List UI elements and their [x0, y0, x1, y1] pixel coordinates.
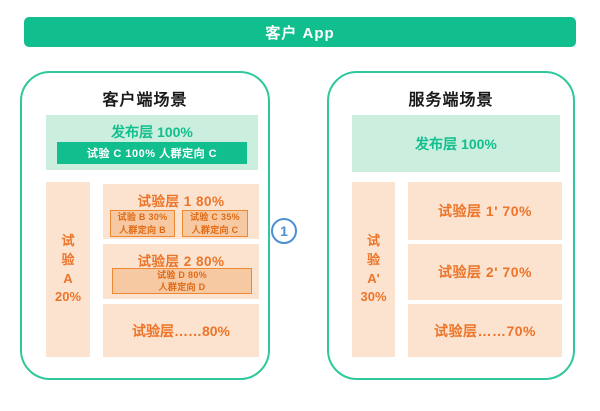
- experiment-b-percent: 试验 B 30%: [117, 212, 168, 223]
- app-header-title: 客户 App: [265, 24, 335, 42]
- experiment-c-audience: 人群定向 C: [191, 224, 239, 235]
- server-experiment-a-bar: 试 验 A' 30%: [352, 182, 395, 357]
- client-release-experiment-c: 试验 C 100% 人群定向 C: [57, 142, 247, 164]
- client-experiment-layer-more: 试验层……80%: [103, 304, 259, 357]
- client-experiment-a-line: 验: [61, 251, 75, 267]
- server-experiment-a-line: A': [367, 270, 380, 286]
- server-experiment-layer-more: 试验层……70%: [408, 304, 562, 357]
- server-release-layer: 发布层 100%: [352, 115, 560, 172]
- client-scenario-panel: 客户端场景 发布层 100% 试验 C 100% 人群定向 C 试 验 A 20…: [20, 71, 270, 380]
- client-experiment-layer-2: 试验层 2 80% 试验 D 80% 人群定向 D: [103, 244, 259, 299]
- server-experiment-a-line: 验: [366, 251, 380, 267]
- server-layer-more-title: 试验层……70%: [433, 322, 537, 339]
- client-release-layer: 发布层 100% 试验 C 100% 人群定向 C: [46, 115, 258, 170]
- client-experiment-c-box: 试验 C 35% 人群定向 C: [182, 210, 248, 237]
- client-panel-title: 客户端场景: [102, 92, 188, 109]
- server-experiment-layer-2: 试验层 2' 70%: [408, 244, 562, 300]
- step-1-badge: 1: [271, 218, 297, 244]
- experiment-d-percent: 试验 D 80%: [157, 269, 207, 280]
- experiment-c-percent: 试验 C 35%: [190, 212, 240, 223]
- client-experiment-d-box: 试验 D 80% 人群定向 D: [112, 268, 252, 294]
- server-panel-title: 服务端场景: [408, 92, 494, 109]
- app-header-bar: 客户 App: [24, 17, 576, 47]
- client-experiment-a-bar: 试 验 A 20%: [46, 182, 90, 357]
- client-release-label: 发布层 100%: [111, 124, 193, 140]
- server-release-label: 发布层 100%: [415, 135, 497, 152]
- client-layer-2-title: 试验层 2 80%: [137, 254, 225, 269]
- experiment-d-audience: 人群定向 D: [158, 282, 206, 292]
- server-experiment-layer-1: 试验层 1' 70%: [408, 182, 562, 240]
- server-layer-1-title: 试验层 1' 70%: [438, 203, 532, 219]
- client-experiment-a-line: A: [63, 270, 73, 286]
- client-experiment-a-line: 试: [61, 232, 75, 248]
- client-experiment-b-box: 试验 B 30% 人群定向 B: [110, 210, 175, 237]
- client-layer-more-title: 试验层……80%: [131, 322, 231, 339]
- client-experiment-a-line: 20%: [54, 289, 82, 305]
- server-experiment-a-line: 试: [366, 232, 380, 248]
- server-experiment-a-line: 30%: [360, 289, 387, 305]
- server-scenario-panel: 服务端场景 发布层 100% 试 验 A' 30% 试验层 1' 70% 试验层…: [327, 71, 575, 380]
- client-layer-1-title: 试验层 1 80%: [137, 194, 225, 209]
- experiment-b-audience: 人群定向 B: [119, 224, 166, 235]
- server-layer-2-title: 试验层 2' 70%: [438, 264, 532, 280]
- client-experiment-layer-1: 试验层 1 80% 试验 B 30% 人群定向 B 试验 C 35% 人群定向 …: [103, 184, 259, 239]
